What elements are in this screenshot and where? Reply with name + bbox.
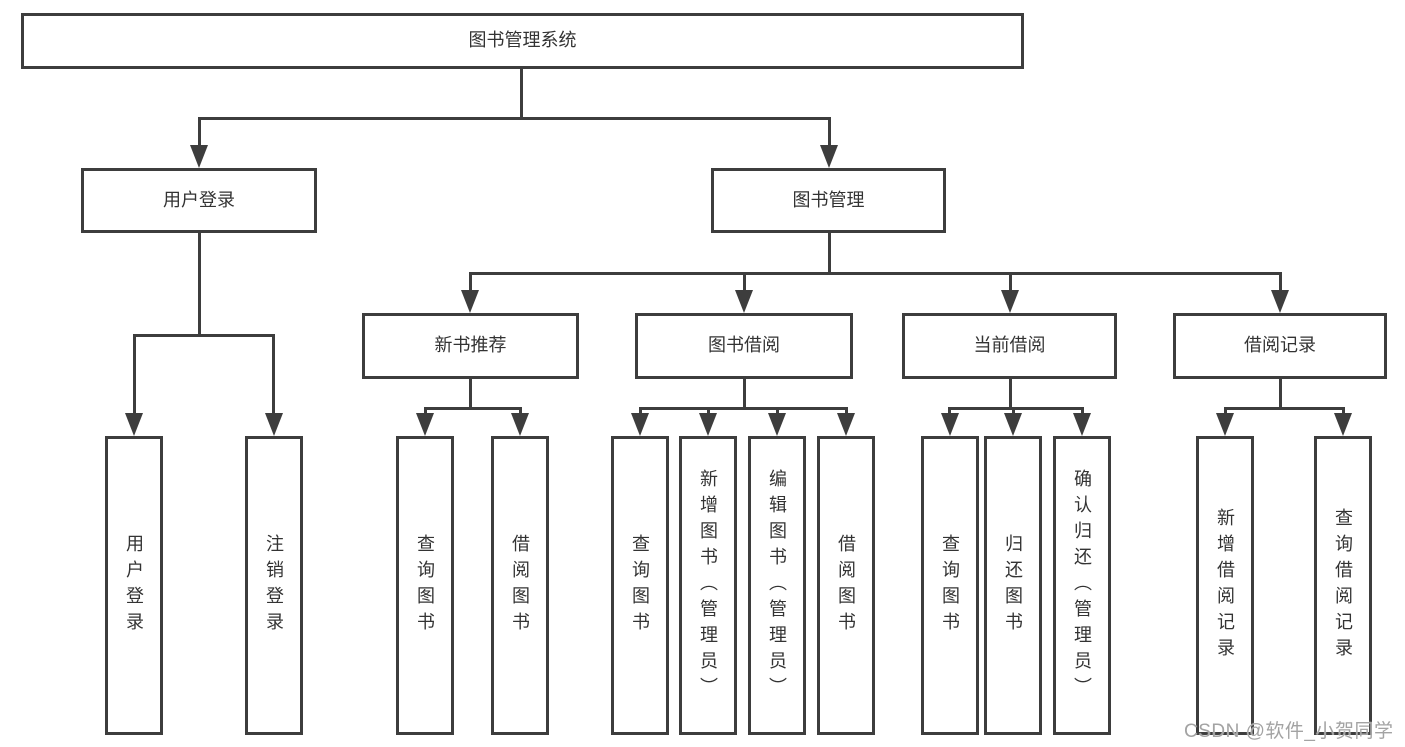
node-book-borrow: 图书借阅 bbox=[635, 313, 853, 379]
leaf-query-borrow-record-label: 查询借阅记录 bbox=[1333, 507, 1353, 664]
arrowhead-icon bbox=[1004, 413, 1022, 436]
leaf-user-login-label: 用户登录 bbox=[124, 533, 144, 638]
node-root: 图书管理系统 bbox=[21, 13, 1024, 69]
connector-line bbox=[1012, 407, 1015, 414]
arrowhead-icon bbox=[735, 290, 753, 313]
arrowhead-icon bbox=[941, 413, 959, 436]
watermark: CSDN @软件_小贺同学 bbox=[1184, 721, 1394, 742]
arrowhead-icon bbox=[416, 413, 434, 436]
connector-line bbox=[828, 233, 831, 275]
connector-line bbox=[424, 407, 522, 410]
leaf-add-book-admin-label: 新增图书（管理员） bbox=[698, 468, 718, 703]
leaf-query-books-current-label: 查询图书 bbox=[940, 533, 960, 638]
leaf-borrow-books-recommend: 借阅图书 bbox=[491, 436, 549, 735]
arrowhead-icon bbox=[820, 145, 838, 168]
arrowhead-icon bbox=[1271, 290, 1289, 313]
arrowhead-icon bbox=[511, 413, 529, 436]
leaf-add-borrow-record: 新增借阅记录 bbox=[1196, 436, 1254, 735]
connector-line bbox=[198, 117, 201, 146]
connector-line bbox=[845, 407, 848, 414]
leaf-logout: 注销登录 bbox=[245, 436, 303, 735]
leaf-logout-label: 注销登录 bbox=[264, 533, 284, 638]
leaf-query-books-borrow: 查询图书 bbox=[611, 436, 669, 735]
connector-line bbox=[743, 379, 746, 410]
connector-line bbox=[133, 334, 275, 337]
leaf-return-books-label: 归还图书 bbox=[1003, 533, 1023, 638]
arrowhead-icon bbox=[631, 413, 649, 436]
arrowhead-icon bbox=[699, 413, 717, 436]
node-user-login-label: 用户登录 bbox=[163, 189, 235, 210]
connector-line bbox=[272, 334, 275, 414]
leaf-query-books-recommend-label: 查询图书 bbox=[415, 533, 435, 638]
connector-line bbox=[948, 407, 1084, 410]
connector-line bbox=[639, 407, 642, 414]
arrowhead-icon bbox=[1001, 290, 1019, 313]
arrowhead-icon bbox=[837, 413, 855, 436]
leaf-query-books-current: 查询图书 bbox=[921, 436, 979, 735]
connector-line bbox=[469, 272, 472, 291]
connector-line bbox=[948, 407, 951, 414]
leaf-borrow-books-label: 借阅图书 bbox=[836, 533, 856, 638]
connector-line bbox=[743, 272, 746, 291]
leaf-query-books-borrow-label: 查询图书 bbox=[630, 533, 650, 638]
connector-line bbox=[198, 233, 201, 337]
connector-line bbox=[1081, 407, 1084, 414]
node-new-book-recommend: 新书推荐 bbox=[362, 313, 579, 379]
node-book-management-label: 图书管理 bbox=[792, 189, 865, 210]
connector-line bbox=[424, 407, 427, 414]
node-root-label: 图书管理系统 bbox=[468, 30, 577, 51]
connector-line bbox=[1009, 379, 1012, 410]
connector-line bbox=[1342, 407, 1345, 414]
connector-line bbox=[469, 379, 472, 410]
connector-line bbox=[520, 69, 523, 119]
leaf-return-books: 归还图书 bbox=[984, 436, 1042, 735]
leaf-user-login: 用户登录 bbox=[105, 436, 163, 735]
connector-line bbox=[828, 117, 831, 146]
arrowhead-icon bbox=[1073, 413, 1091, 436]
connector-line bbox=[133, 334, 136, 414]
node-current-borrow: 当前借阅 bbox=[902, 313, 1117, 379]
leaf-add-book-admin: 新增图书（管理员） bbox=[679, 436, 737, 735]
node-book-borrow-label: 图书借阅 bbox=[708, 335, 780, 356]
node-borrow-records-label: 借阅记录 bbox=[1244, 335, 1316, 356]
node-user-login: 用户登录 bbox=[81, 168, 317, 233]
leaf-query-books-recommend: 查询图书 bbox=[396, 436, 454, 735]
arrowhead-icon bbox=[1216, 413, 1234, 436]
connector-line bbox=[1224, 407, 1227, 414]
connector-line bbox=[1279, 379, 1282, 410]
leaf-add-borrow-record-label: 新增借阅记录 bbox=[1215, 507, 1235, 664]
connector-line bbox=[519, 407, 522, 414]
node-borrow-records: 借阅记录 bbox=[1173, 313, 1387, 379]
node-new-book-recommend-label: 新书推荐 bbox=[434, 335, 507, 356]
leaf-edit-book-admin-label: 编辑图书（管理员） bbox=[767, 468, 787, 703]
node-current-borrow-label: 当前借阅 bbox=[973, 335, 1046, 356]
connector-line bbox=[1009, 272, 1012, 291]
connector-line bbox=[776, 407, 779, 414]
arrowhead-icon bbox=[190, 145, 208, 168]
arrowhead-icon bbox=[1334, 413, 1352, 436]
node-book-management: 图书管理 bbox=[711, 168, 946, 233]
arrowhead-icon bbox=[125, 413, 143, 436]
arrowhead-icon bbox=[265, 413, 283, 436]
connector-line bbox=[1279, 272, 1282, 291]
connector-line bbox=[707, 407, 710, 414]
leaf-confirm-return-admin-label: 确认归还（管理员） bbox=[1072, 468, 1092, 703]
leaf-confirm-return-admin: 确认归还（管理员） bbox=[1053, 436, 1111, 735]
connector-line bbox=[469, 272, 1282, 275]
leaf-borrow-books-recommend-label: 借阅图书 bbox=[510, 533, 530, 638]
leaf-query-borrow-record: 查询借阅记录 bbox=[1314, 436, 1372, 735]
arrowhead-icon bbox=[461, 290, 479, 313]
leaf-edit-book-admin: 编辑图书（管理员） bbox=[748, 436, 806, 735]
leaf-borrow-books: 借阅图书 bbox=[817, 436, 875, 735]
arrowhead-icon bbox=[768, 413, 786, 436]
connector-line bbox=[639, 407, 848, 410]
connector-line bbox=[198, 117, 831, 120]
connector-line bbox=[1224, 407, 1345, 410]
